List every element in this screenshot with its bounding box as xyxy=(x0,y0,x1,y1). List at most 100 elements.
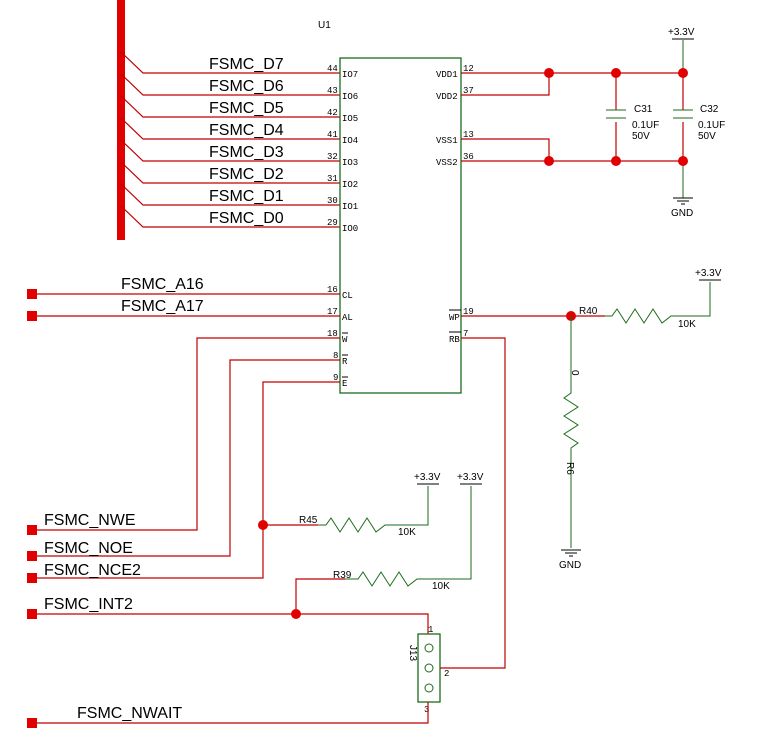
pin-num: 7 xyxy=(463,329,468,339)
c32-value: 0.1UF xyxy=(698,120,725,131)
pin-name: VDD2 xyxy=(436,92,458,102)
port-nwe xyxy=(27,525,37,535)
port-a16 xyxy=(27,289,37,299)
pin-num: 8 xyxy=(333,351,338,361)
pin-num: 37 xyxy=(463,86,474,96)
pin-name: IO1 xyxy=(342,202,358,212)
r6-value: 0 xyxy=(569,370,580,376)
bus-label-d2: FSMC_D2 xyxy=(209,166,284,183)
pin-name: VSS1 xyxy=(436,136,458,146)
net-label-nce2: FSMC_NCE2 xyxy=(44,562,141,579)
pin-num: 42 xyxy=(327,108,338,118)
pin-num: 36 xyxy=(463,152,474,162)
junction xyxy=(544,68,554,78)
pin-name: IO7 xyxy=(342,70,358,80)
j13-pin3-label: 3 xyxy=(424,705,429,715)
chip-left-pins: 44 IO7 43 IO6 42 IO5 41 IO4 32 IO3 31 IO… xyxy=(327,64,358,389)
pin-num: 18 xyxy=(327,329,338,339)
bus-label-d3: FSMC_D3 xyxy=(209,144,284,161)
vdd-wiring xyxy=(461,40,684,198)
data-bus-bar xyxy=(117,0,125,240)
bus-label-d0: FSMC_D0 xyxy=(209,210,284,227)
pin-name: CL xyxy=(342,291,353,301)
junction xyxy=(611,68,621,78)
pin-name: AL xyxy=(342,313,353,323)
junction xyxy=(678,156,688,166)
pin-name: VDD1 xyxy=(436,70,458,80)
j13-pin2-label: 2 xyxy=(444,669,449,679)
c31-ref: C31 xyxy=(634,104,653,115)
pin-name: W xyxy=(342,335,348,345)
bus-label-d1: FSMC_D1 xyxy=(209,188,284,205)
resistor-r6 xyxy=(563,316,579,548)
c32-ref: C32 xyxy=(700,104,719,115)
pin-num: 12 xyxy=(463,64,474,74)
vcc-label-r45: +3.3V xyxy=(414,472,441,483)
pin-name: IO2 xyxy=(342,180,358,190)
net-label-a17: FSMC_A17 xyxy=(121,298,204,315)
pin-name: WP xyxy=(449,313,460,323)
chip-right-pins: VDD1 12 VDD2 37 VSS1 13 VSS2 36 WP 19 RB… xyxy=(436,64,474,345)
r39-value: 10K xyxy=(432,581,450,592)
port-a17 xyxy=(27,311,37,321)
resistor-r39 xyxy=(345,486,472,587)
port-int2 xyxy=(27,609,37,619)
pin-num: 17 xyxy=(327,307,338,317)
jumper-pin-3 xyxy=(424,683,434,693)
pin-num: 32 xyxy=(327,152,338,162)
r40-ref: R40 xyxy=(579,306,598,317)
pin-num: 30 xyxy=(327,196,338,206)
data-bus-lines xyxy=(120,51,340,228)
pin-num: 41 xyxy=(327,130,338,140)
c31-voltage: 50V xyxy=(632,131,650,142)
gnd-symbol-caps xyxy=(673,197,693,205)
pin-name: IO5 xyxy=(342,114,358,124)
r6-ref: R6 xyxy=(564,462,575,475)
chip-ref: U1 xyxy=(318,20,331,31)
pin-num: 44 xyxy=(327,64,338,74)
net-label-nwe: FSMC_NWE xyxy=(44,512,136,529)
vcc-label-r39: +3.3V xyxy=(457,472,484,483)
resistor-r45 xyxy=(318,486,429,533)
r40-value: 10K xyxy=(678,319,696,330)
pin-name: R xyxy=(342,357,348,367)
junction xyxy=(258,520,268,530)
pin-name: IO0 xyxy=(342,224,358,234)
j13-ref: J13 xyxy=(407,645,418,662)
pin-num: 31 xyxy=(327,174,338,184)
jumper-pin-2 xyxy=(424,663,434,673)
junction xyxy=(611,156,621,166)
r39-ref: R39 xyxy=(333,570,352,581)
bus-label-d5: FSMC_D5 xyxy=(209,100,284,117)
pin-name: RB xyxy=(449,335,460,345)
chip-body xyxy=(339,57,462,394)
pin-name: IO3 xyxy=(342,158,358,168)
c31-value: 0.1UF xyxy=(632,120,659,131)
pin-num: 19 xyxy=(463,307,474,317)
resistor-r40 xyxy=(605,282,711,324)
gnd-label-caps: GND xyxy=(671,208,693,219)
r45-value: 10K xyxy=(398,527,416,538)
pin-num: 16 xyxy=(327,285,338,295)
vcc-label-caps: +3.3V xyxy=(668,27,695,38)
capacitor-c31 xyxy=(606,109,626,119)
port-nce2 xyxy=(27,573,37,583)
junction xyxy=(678,68,688,78)
pin-name: VSS2 xyxy=(436,158,458,168)
pin-name: IO4 xyxy=(342,136,358,146)
r45-ref: R45 xyxy=(299,515,318,526)
net-label-int2: FSMC_INT2 xyxy=(44,596,133,613)
pin-num: 9 xyxy=(333,373,338,383)
pin-num: 29 xyxy=(327,218,338,228)
bus-label-d4: FSMC_D4 xyxy=(209,122,284,139)
port-nwait xyxy=(27,718,37,728)
bus-label-d7: FSMC_D7 xyxy=(209,56,284,73)
j13-pin1-label: 1 xyxy=(428,625,433,635)
pin-num: 13 xyxy=(463,130,474,140)
vcc-label-r40: +3.3V xyxy=(695,268,722,279)
junction xyxy=(544,156,554,166)
c32-voltage: 50V xyxy=(698,131,716,142)
net-label-nwait: FSMC_NWAIT xyxy=(77,705,182,722)
capacitor-c32 xyxy=(673,109,693,119)
